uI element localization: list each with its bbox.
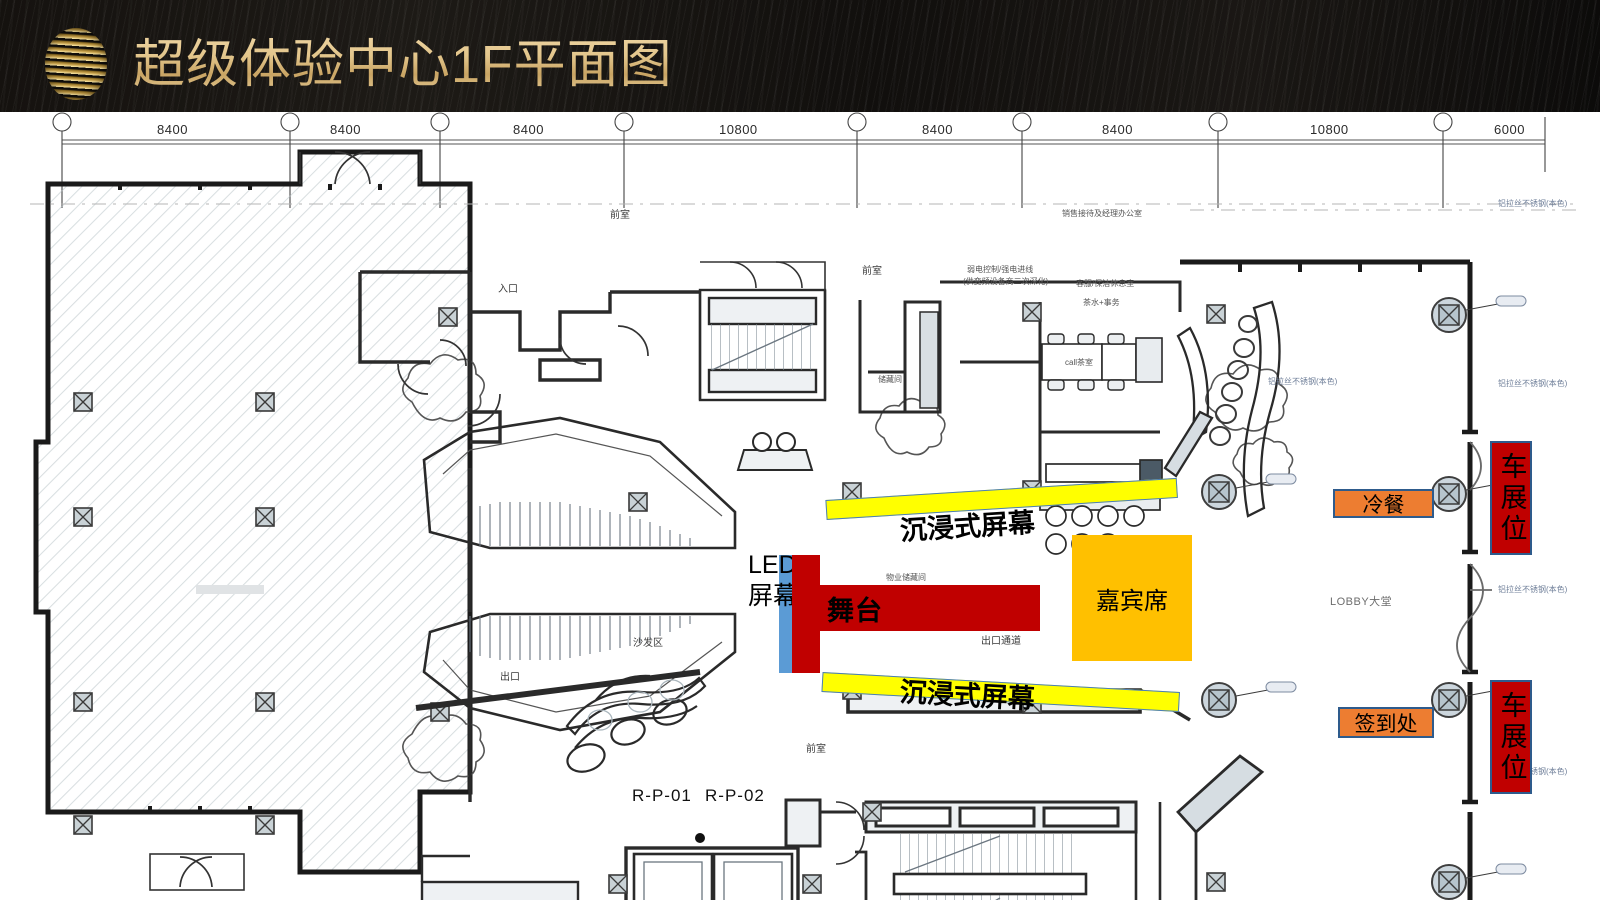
dimension-label: 10800 [719, 122, 758, 137]
annotation-sofa-area: 沙发区 [633, 638, 663, 649]
dimension-label: 8400 [1102, 122, 1133, 137]
page-header: 超级体验中心1F平面图 [0, 0, 1600, 112]
guest-seating-block[interactable]: 嘉宾席 [1072, 535, 1192, 661]
page-title: 超级体验中心1F平面图 [133, 22, 673, 97]
annotation-vestibule-2: 前室 [862, 266, 882, 277]
column-callout-note: 铝拉丝不锈钢(本色) [1498, 199, 1568, 208]
annotation-vestibule-1: 前室 [610, 210, 630, 221]
sign-in-desk-tag[interactable]: 签到处 [1338, 707, 1434, 738]
annotation-storage-room: 储藏间 [878, 375, 902, 384]
annotation-electrical-room: 弱电控制/强电进线 [967, 265, 1034, 274]
floor-plan-canvas[interactable]: 8400 8400 8400 10800 8400 8400 10800 600… [0, 112, 1600, 900]
cold-buffet-tag[interactable]: 冷餐 [1333, 489, 1434, 518]
column-callout-note: 铝拉丝不锈钢(本色) [1268, 377, 1338, 386]
annotation-lobby: LOBBY大堂 [1330, 596, 1393, 608]
immersive-screen-bottom-label: 沉浸式屏幕 [899, 677, 1036, 715]
column-callout-note: 铝拉丝不锈钢(本色) [1498, 379, 1568, 388]
annotation-electrical-room-note: (供变频设备商二次深化) [963, 277, 1049, 286]
stage-label: 舞台 [827, 595, 883, 626]
dimension-label: 8400 [513, 122, 544, 137]
annotation-exit-corridor: 出口通道 [981, 636, 1021, 647]
stage-block-horizontal[interactable] [792, 585, 1040, 631]
gold-globe-logo-icon [45, 28, 107, 100]
dimension-label: 8400 [330, 122, 361, 137]
dimension-label: 8400 [922, 122, 953, 137]
annotation-staff-lounge: 客服/保洁休息室 [1076, 279, 1135, 288]
dimension-label: 6000 [1494, 122, 1525, 137]
annotation-call-lounge: call茶室 [1065, 358, 1094, 367]
annotation-elevator-2: R-P-02 [705, 786, 765, 805]
led-screen-label: LED屏幕 [748, 551, 799, 610]
column-callout-note: 铝拉丝不锈钢(本色) [1498, 767, 1568, 776]
column-callout-note: 铝拉丝不锈钢(本色) [1498, 585, 1568, 594]
annotation-vestibule-3: 前室 [806, 744, 826, 755]
annotation-pantry: 茶水+事务 [1083, 298, 1120, 307]
car-display-tag-2[interactable]: 车展位 [1490, 680, 1532, 794]
annotation-elevator-1: R-P-01 [632, 786, 692, 805]
annotation-sales-office: 销售接待及经理办公室 [1062, 209, 1142, 218]
annotation-property-storage: 物业储藏间 [886, 573, 926, 582]
dimension-label: 8400 [157, 122, 188, 137]
annotation-entrance: 入口 [498, 284, 518, 295]
dimension-label: 10800 [1310, 122, 1349, 137]
car-display-tag-1[interactable]: 车展位 [1490, 441, 1532, 555]
annotation-exit: 出口 [500, 672, 520, 683]
led-screen-bar[interactable] [779, 555, 794, 673]
